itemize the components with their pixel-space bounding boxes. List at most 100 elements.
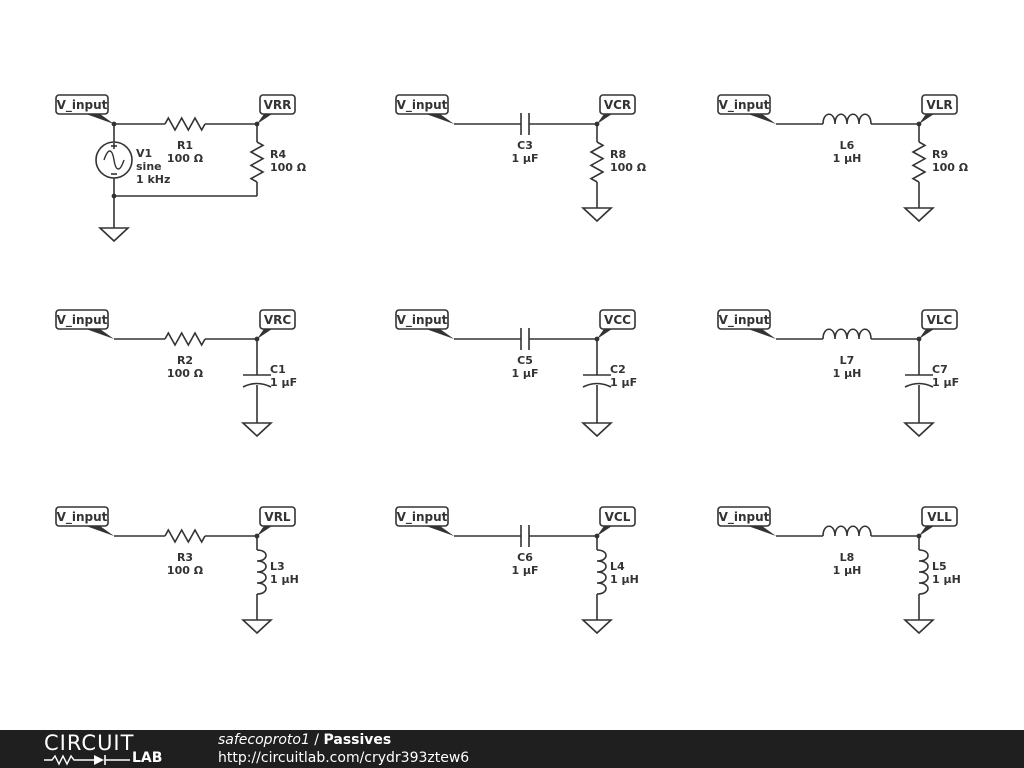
ground-symbol [902, 619, 936, 635]
net-label-v-input-text: V_input [57, 313, 108, 328]
ground-symbol [240, 422, 274, 438]
series-ref-label: C3 [517, 139, 533, 152]
ground-symbol [902, 422, 936, 438]
shunt-value-label: 1 µF [610, 376, 637, 389]
net-label-pointer [426, 329, 454, 339]
shunt-ref-label: L4 [610, 560, 625, 573]
series-ref-label: C6 [517, 551, 533, 564]
net-label-pointer [426, 526, 454, 536]
net-label-v-input-text: V_input [719, 510, 770, 525]
resistor-symbol [911, 141, 927, 183]
inductor-symbol [256, 549, 267, 595]
source-type-label: sine [136, 160, 162, 173]
ground-symbol [902, 207, 936, 223]
net-label-v-input: V_input [717, 309, 771, 330]
net-label-pointer [86, 114, 114, 124]
net-label-v-input: V_input [395, 309, 449, 330]
shunt-value-label: 1 µF [270, 376, 297, 389]
probe-pointer [257, 329, 272, 339]
shunt-ref-label: C7 [932, 363, 948, 376]
probe-tag-vll: VLL [921, 506, 958, 527]
resistor-symbol [249, 141, 265, 183]
net-label-pointer [86, 329, 114, 339]
source-ref-label: V1 [136, 147, 152, 160]
ground-symbol [580, 207, 614, 223]
net-label-pointer [748, 329, 776, 339]
capacitor-symbol [904, 374, 934, 388]
series-value-label: 100 Ω [167, 564, 204, 577]
probe-tag-vcr-text: VCR [604, 98, 631, 112]
circuitlab-logo[interactable]: CIRCUIT LAB [44, 732, 174, 766]
logo-wordmark-circuit: CIRCUIT [44, 731, 135, 755]
ground-symbol [240, 619, 274, 635]
circuit-vcl: V_input VCL C61 µF L41 µH [395, 506, 639, 635]
series-value-label: 100 Ω [167, 367, 204, 380]
sine-source-symbol [95, 141, 133, 179]
shunt-value-label: 100 Ω [610, 161, 647, 174]
shunt-ref-label: C2 [610, 363, 626, 376]
net-label-v-input-text: V_input [57, 98, 108, 113]
document-url-link[interactable]: http://circuitlab.com/crydr393ztew6 [218, 750, 470, 766]
series-ref-label: R1 [177, 139, 193, 152]
title-separator: / [309, 732, 324, 748]
inductor-symbol [918, 549, 929, 595]
probe-tag-vll-text: VLL [927, 510, 952, 524]
series-value-label: 1 µH [833, 564, 862, 577]
shunt-ref-label: R8 [610, 148, 626, 161]
probe-pointer [257, 114, 272, 124]
net-label-v-input: V_input [55, 309, 109, 330]
probe-tag-vcl: VCL [599, 506, 636, 527]
capacitor-symbol [520, 328, 530, 350]
series-ref-label: L8 [840, 551, 855, 564]
probe-tag-vrr-text: VRR [264, 98, 292, 112]
net-label-v-input: V_input [717, 94, 771, 115]
net-label-pointer [748, 526, 776, 536]
probe-tag-vlr-text: VLR [926, 98, 952, 112]
shunt-value-label: 1 µH [610, 573, 639, 586]
logo-wordmark-lab: LAB [132, 750, 163, 766]
probe-pointer [919, 329, 934, 339]
probe-tag-vrc-text: VRC [264, 313, 292, 327]
net-label-v-input-text: V_input [397, 313, 448, 328]
document-title: Passives [323, 732, 392, 748]
inductor-symbol [822, 525, 872, 537]
capacitor-symbol [242, 374, 272, 388]
shunt-value-label: 1 µF [932, 376, 959, 389]
capacitor-symbol [520, 113, 530, 135]
probe-tag-vlr: VLR [921, 94, 958, 115]
series-value-label: 1 µF [511, 564, 538, 577]
net-label-v-input-text: V_input [57, 510, 108, 525]
probe-tag-vrl: VRL [259, 506, 296, 527]
probe-tag-vcc-text: VCC [604, 313, 631, 327]
series-ref-label: R3 [177, 551, 193, 564]
shunt-value-label: 100 Ω [932, 161, 969, 174]
logo-diode-icon [44, 754, 130, 766]
probe-tag-vrc: VRC [259, 309, 296, 330]
net-label-v-input: V_input [395, 506, 449, 527]
owner-username[interactable]: safecoproto1 [218, 732, 310, 748]
probe-pointer [597, 114, 612, 124]
footer-bar: CIRCUIT LAB safecoproto1 / Passives http… [0, 730, 1024, 768]
shunt-ref-label: R4 [270, 148, 286, 161]
series-ref-label: R2 [177, 354, 193, 367]
probe-pointer [597, 329, 612, 339]
inductor-symbol [596, 549, 607, 595]
series-value-label: 1 µH [833, 152, 862, 165]
net-label-pointer [426, 114, 454, 124]
probe-tag-vrr: VRR [259, 94, 296, 115]
document-title-line: safecoproto1 / Passives [218, 731, 391, 749]
capacitor-symbol [582, 374, 612, 388]
probe-tag-vcr: VCR [599, 94, 636, 115]
probe-tag-vcl-text: VCL [605, 510, 631, 524]
probe-pointer [919, 526, 934, 536]
net-label-v-input-text: V_input [397, 510, 448, 525]
net-label-v-input-text: V_input [719, 98, 770, 113]
probe-pointer [919, 114, 934, 124]
